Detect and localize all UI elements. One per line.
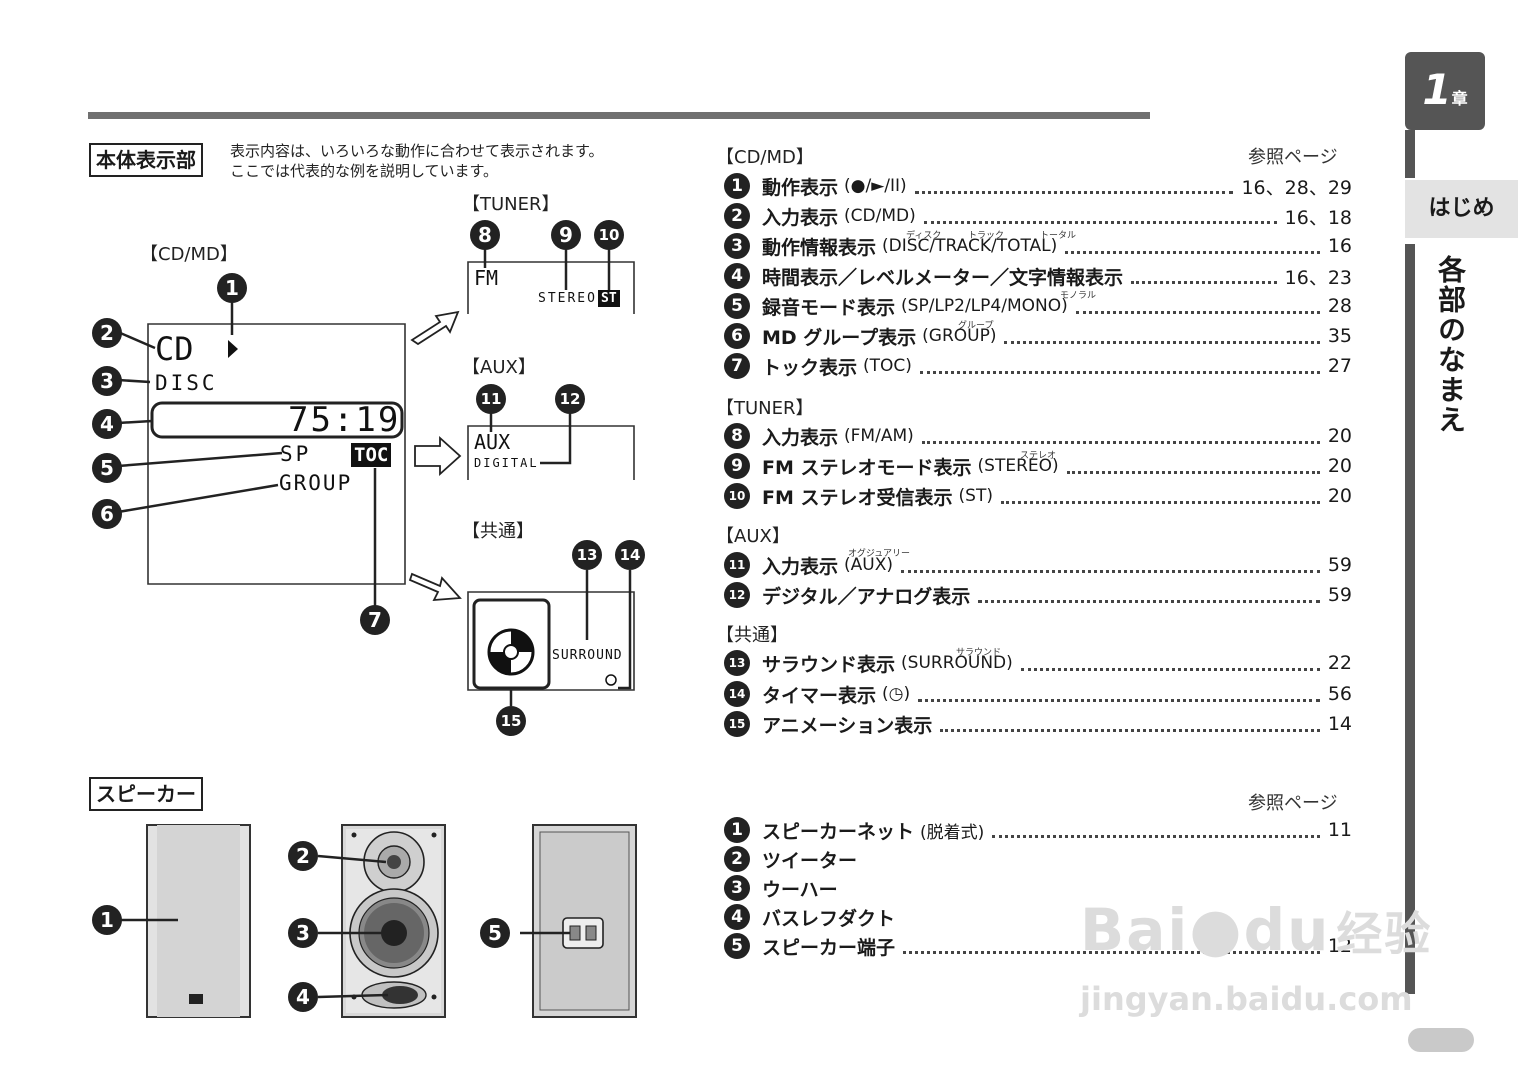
display-callout-6: 6 bbox=[92, 499, 122, 529]
ruby-total: トータル bbox=[1040, 231, 1077, 241]
display-callout-15: 15 bbox=[496, 706, 526, 736]
display-callout-7: 7 bbox=[360, 605, 390, 635]
tuner-heading: 【TUNER】 bbox=[462, 194, 560, 215]
display-callout-9: 9 bbox=[551, 220, 581, 250]
lcd-fm: FM bbox=[474, 266, 499, 290]
play-icon bbox=[228, 340, 238, 358]
display-note-line1: 表示内容は、いろいろな動作に合わせて表示されます。 bbox=[230, 142, 604, 160]
tuner-display-frame bbox=[467, 261, 635, 314]
ref-page-heading: 参照ページ bbox=[1248, 147, 1338, 168]
cdmd-display-frame bbox=[147, 323, 406, 585]
display-callout-8: 8 bbox=[470, 220, 500, 250]
chapter-suffix: 章 bbox=[1451, 89, 1468, 108]
display-callout-13: 13 bbox=[572, 540, 602, 570]
chapter-number: 1 bbox=[1422, 65, 1452, 114]
speaker-callout-3: 3 bbox=[288, 918, 318, 948]
display-callout-5: 5 bbox=[92, 453, 122, 483]
lcd-group: GROUP bbox=[279, 471, 353, 495]
ref-group-cdmd: 【CD/MD】 bbox=[716, 147, 814, 168]
display-callout-1: 1 bbox=[217, 273, 247, 303]
ruby-track: トラック bbox=[968, 231, 1005, 241]
page-number-oval bbox=[1408, 1028, 1474, 1052]
cdmd-heading: 【CD/MD】 bbox=[140, 244, 238, 265]
watermark-du: du bbox=[1243, 896, 1331, 964]
top-rule bbox=[88, 112, 1150, 119]
lcd-sp: SP bbox=[280, 442, 312, 466]
display-note-line2: ここでは代表的な例を説明しています。 bbox=[230, 162, 499, 180]
speaker-logo-badge bbox=[189, 994, 203, 1004]
lcd-aux: AUX bbox=[474, 430, 511, 454]
common-display-frame bbox=[467, 591, 635, 691]
ref-group-aux: 【AUX】 bbox=[716, 526, 790, 547]
lcd-stereo: STEREO bbox=[538, 291, 597, 306]
display-callout-2: 2 bbox=[92, 318, 122, 348]
lcd-disc: DISC bbox=[155, 371, 218, 395]
display-callout-10: 10 bbox=[594, 220, 624, 250]
timer-icon bbox=[605, 674, 617, 686]
lcd-time: 75:19 bbox=[288, 400, 401, 440]
chapter-title: 各部のなまえ bbox=[1434, 255, 1467, 435]
display-callout-11: 11 bbox=[476, 384, 506, 414]
speaker-section-label: スピーカー bbox=[89, 777, 203, 811]
lcd-st: ST bbox=[598, 290, 620, 307]
display-callout-4: 4 bbox=[92, 409, 122, 439]
display-note: 表示内容は、いろいろな動作に合わせて表示されます。 ここでは代表的な例を説明して… bbox=[230, 141, 604, 181]
display-diagram bbox=[117, 248, 637, 1018]
display-section-label: 本体表示部 bbox=[89, 143, 203, 177]
section-tab-hajime: はじめ bbox=[1405, 180, 1518, 238]
watermark-cn: 经验 bbox=[1336, 907, 1433, 961]
common-heading: 【共通】 bbox=[462, 521, 534, 542]
display-callout-3: 3 bbox=[92, 366, 122, 396]
ruby-disc: ディスク bbox=[906, 231, 942, 241]
watermark-url: jingyan.baidu.com bbox=[1080, 980, 1413, 1018]
watermark-paw-icon: ● bbox=[1189, 895, 1244, 965]
time-frame bbox=[150, 401, 404, 439]
chapter-side-bar bbox=[1405, 130, 1415, 178]
aux-heading: 【AUX】 bbox=[462, 357, 536, 378]
lcd-surround: SURROUND bbox=[552, 648, 623, 663]
watermark-bai: Bai bbox=[1080, 896, 1190, 964]
page-side-bar bbox=[1405, 244, 1415, 994]
display-callout-12: 12 bbox=[555, 384, 585, 414]
ruby-group: グループ bbox=[958, 321, 994, 331]
display-callout-14: 14 bbox=[615, 540, 645, 570]
ref-group-common: 【共通】 bbox=[716, 625, 788, 646]
lcd-digital: DIGITAL bbox=[474, 456, 539, 470]
speaker-callout-4: 4 bbox=[288, 982, 318, 1012]
speaker-callout-5: 5 bbox=[480, 918, 510, 948]
chapter-tab: 1章 bbox=[1405, 52, 1485, 130]
ruby-mono: モノラル bbox=[1060, 291, 1097, 301]
speaker-callout-2: 2 bbox=[288, 841, 318, 871]
ref-group-tuner: 【TUNER】 bbox=[716, 398, 814, 419]
lcd-cd: CD bbox=[155, 330, 194, 368]
speaker-callout-1: 1 bbox=[92, 905, 122, 935]
speaker-ref-heading: 参照ページ bbox=[1248, 793, 1338, 814]
ruby-surround: サラウンド bbox=[956, 648, 1002, 658]
aux-display-frame bbox=[467, 425, 635, 480]
lcd-toc: TOC bbox=[351, 443, 392, 467]
ruby-stereo: ステレオ bbox=[1020, 451, 1057, 461]
ruby-aux: オグジュアリー bbox=[848, 549, 911, 559]
